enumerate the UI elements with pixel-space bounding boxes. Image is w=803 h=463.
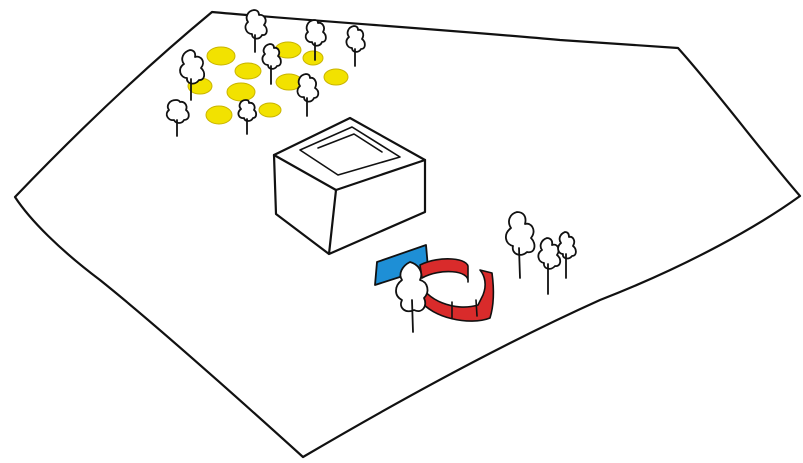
red-enclosure bbox=[419, 258, 495, 322]
tree-icon bbox=[296, 73, 320, 117]
tree-icon bbox=[261, 43, 282, 85]
tree-icon bbox=[179, 49, 206, 101]
building-roof-inner-frame bbox=[299, 126, 401, 176]
tree-icon bbox=[395, 261, 429, 333]
red-enclosure-front-wall bbox=[419, 269, 495, 322]
yellow-circle-icon bbox=[206, 46, 236, 66]
tree-icon bbox=[165, 99, 190, 137]
yellow-circle-icon bbox=[258, 102, 282, 118]
tree-icon bbox=[557, 231, 577, 279]
building-walls bbox=[272, 153, 427, 256]
tree-icon bbox=[237, 99, 258, 135]
yellow-circle-icon bbox=[205, 105, 233, 125]
tree-icon bbox=[345, 25, 366, 67]
yellow-circle-icon bbox=[323, 68, 349, 86]
tree-icon bbox=[505, 211, 536, 279]
site-boundary-outline bbox=[13, 10, 802, 459]
red-enclosure-back-wall bbox=[419, 258, 469, 283]
tree-icon bbox=[537, 237, 562, 295]
yellow-planting-area bbox=[187, 41, 349, 125]
yellow-circle-icon bbox=[302, 50, 324, 66]
yellow-circle-icon bbox=[226, 82, 256, 102]
tree-icon bbox=[304, 19, 327, 61]
building-roof-ridge bbox=[317, 133, 383, 153]
yellow-circle-icon bbox=[234, 62, 262, 80]
building-block bbox=[272, 116, 427, 256]
red-enclosure-seam-2 bbox=[475, 299, 478, 317]
tree-icon bbox=[244, 9, 268, 53]
